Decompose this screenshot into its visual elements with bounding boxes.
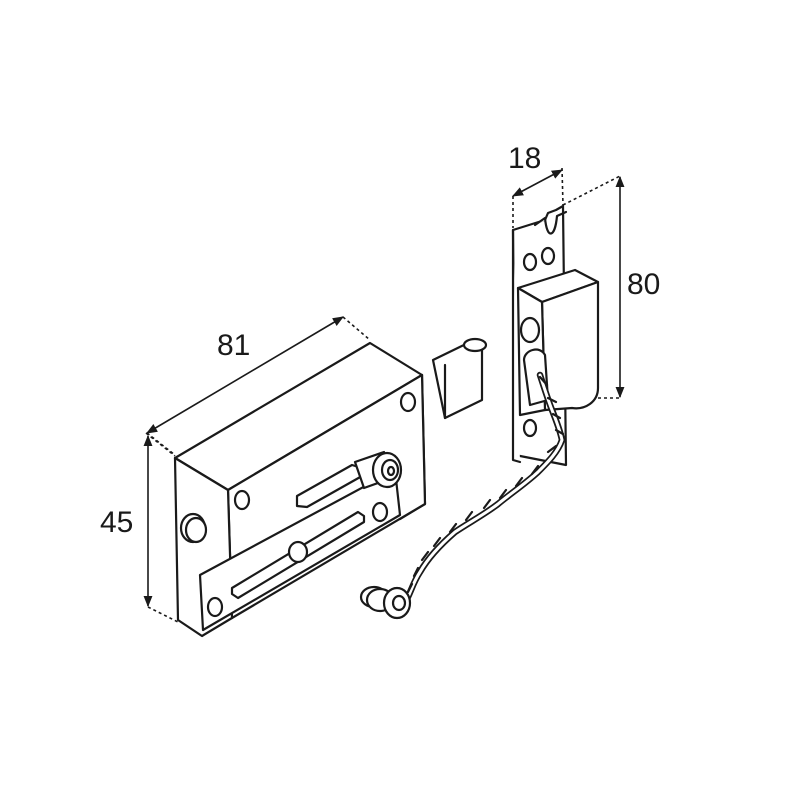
dimension-plate-width-label: 18: [508, 142, 541, 175]
dimension-plate-height: 80: [562, 175, 660, 399]
plate-hole-top: [522, 252, 538, 272]
dimension-width-label: 81: [217, 329, 250, 362]
bolt-end-button: [179, 512, 208, 544]
plate-hole-top-2: [540, 246, 556, 266]
dimension-plate-height-label: 80: [627, 268, 660, 301]
dimension-width: 81: [146, 316, 371, 456]
plate-hole-bottom: [522, 418, 538, 438]
bolt-cylinder: [431, 337, 488, 420]
chain: [359, 371, 566, 620]
chain-end-knob: [359, 585, 412, 620]
bolt-screw-holes: [206, 391, 417, 618]
strike-plate: [511, 204, 600, 467]
bolt-body: [173, 337, 488, 638]
dimension-height-label: 45: [100, 506, 133, 539]
dimension-plate-width: 18: [508, 142, 564, 228]
bolt-knob[interactable]: [353, 450, 403, 490]
dimension-height: 45: [100, 432, 179, 623]
